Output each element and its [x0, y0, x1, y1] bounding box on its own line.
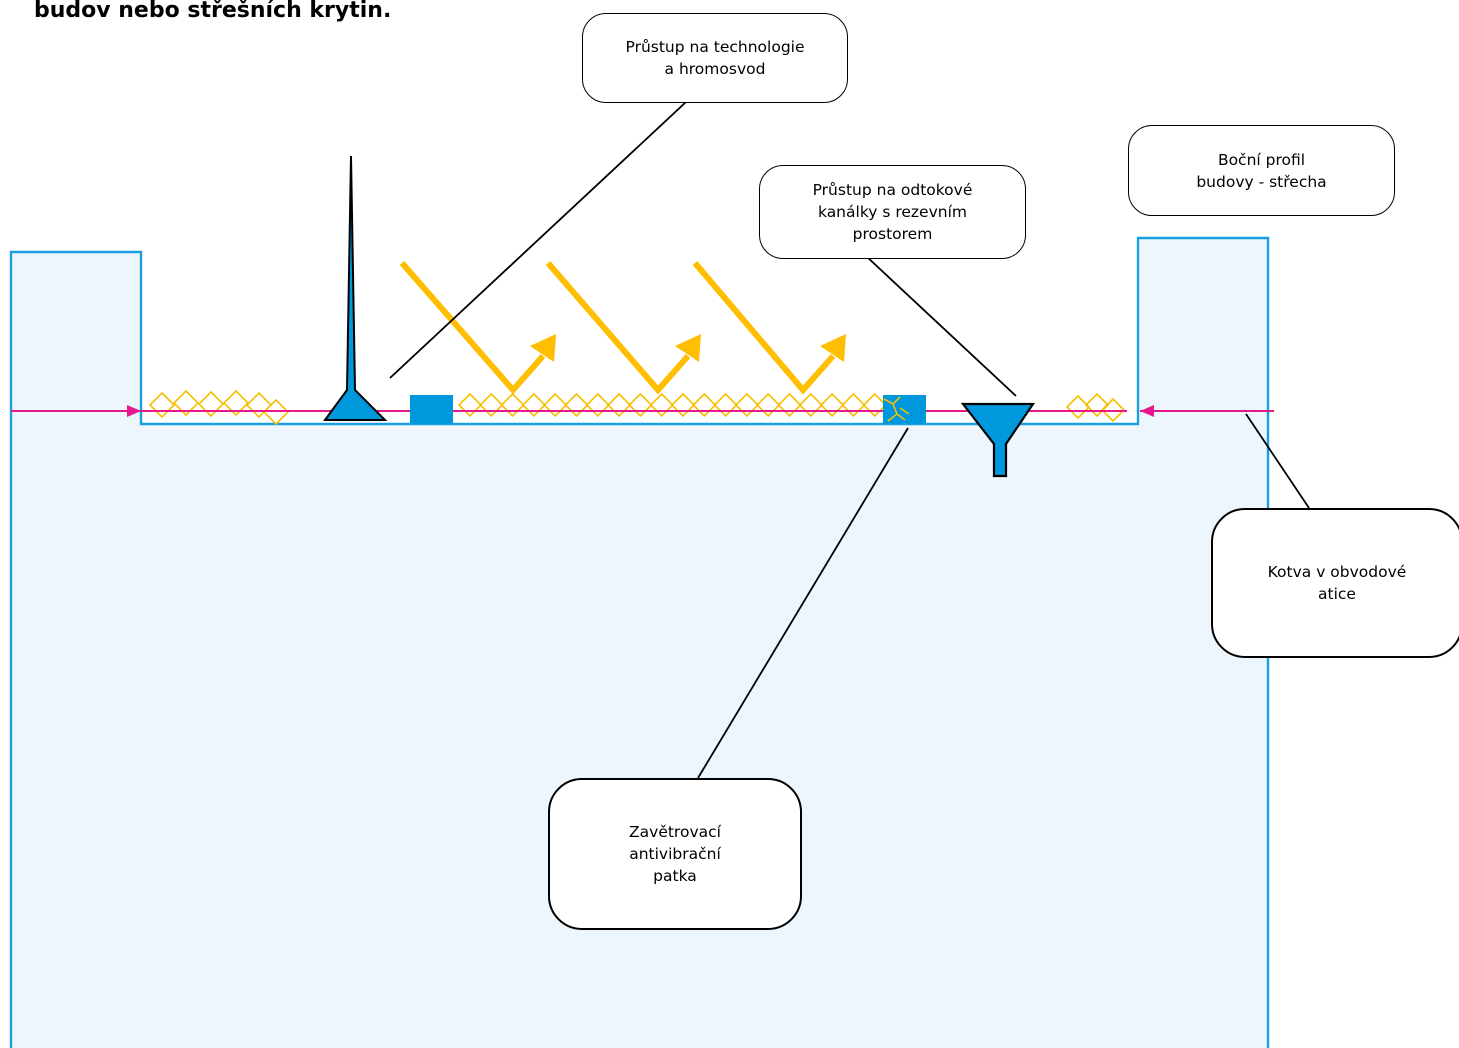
reflection-arrow [545, 261, 691, 395]
gravel-diamond [862, 392, 887, 418]
gravel-diamond [148, 391, 176, 419]
foot-fibers [883, 396, 910, 422]
gravel-diamond [262, 398, 290, 426]
gravel-diamond [841, 392, 866, 418]
leader-lines [389, 101, 1310, 779]
gravel-diamond [1100, 397, 1126, 423]
leader-technology [389, 101, 687, 379]
anchor-arrow-left-icon [127, 405, 141, 417]
funnel-drain-icon [960, 402, 1036, 478]
anchor-arrow-right-icon [1140, 405, 1154, 417]
arrow-head-icon [530, 334, 556, 362]
leader-foot [697, 427, 909, 779]
gravel-diamond [819, 392, 845, 418]
gravel-diamond [564, 392, 589, 418]
gravel-layer [148, 389, 1126, 426]
gravel-diamond [628, 392, 653, 418]
gravel-diamond [692, 392, 717, 418]
gravel-diamond [500, 392, 525, 418]
leader-anchor [1245, 413, 1310, 509]
callout-anchor: Kotva v obvodové atice [1211, 508, 1459, 658]
callout-drain: Průstup na odtokové kanálky s rezevním p… [759, 165, 1026, 259]
gravel-diamond [479, 392, 504, 418]
lightning-rod-icon [323, 155, 388, 421]
reflection-arrow [399, 261, 546, 395]
gravel-diamond [245, 391, 273, 419]
reflection-arrow [692, 261, 836, 395]
callout-profile: Boční profil budovy - střecha [1128, 125, 1395, 216]
gravel-diamond [585, 392, 610, 418]
arrow-head-icon [820, 334, 846, 362]
callout-foot: Zavětrovací antivibrační patka [548, 778, 802, 930]
building-profile [9, 236, 1270, 1048]
gravel-diamond [172, 389, 200, 417]
gravel-diamond [521, 392, 547, 418]
arrow-head-icon [675, 334, 701, 362]
gravel-diamond [457, 392, 483, 418]
leader-drain [865, 255, 1017, 397]
page-heading: budov nebo střešních krytin. [34, 0, 392, 23]
gravel-diamond [606, 392, 632, 418]
gravel-diamond [777, 392, 802, 418]
anchor-line [11, 405, 1274, 417]
gravel-diamond [543, 392, 568, 418]
gravel-diamond [670, 392, 696, 418]
gravel-diamond [1065, 394, 1091, 420]
gravel-diamond [649, 392, 674, 418]
gravel-diamond [1084, 392, 1110, 418]
gravel-diamond [734, 392, 760, 418]
callout-technology: Průstup na technologie a hromosvod [582, 13, 848, 103]
gravel-diamond [798, 392, 823, 418]
gravel-diamond [197, 390, 225, 418]
gravel-diamond [756, 392, 781, 418]
gravel-diamond [713, 392, 738, 418]
block-foot-icon [410, 395, 453, 424]
gravel-diamond [222, 389, 250, 417]
reflection-arrows [399, 261, 846, 395]
